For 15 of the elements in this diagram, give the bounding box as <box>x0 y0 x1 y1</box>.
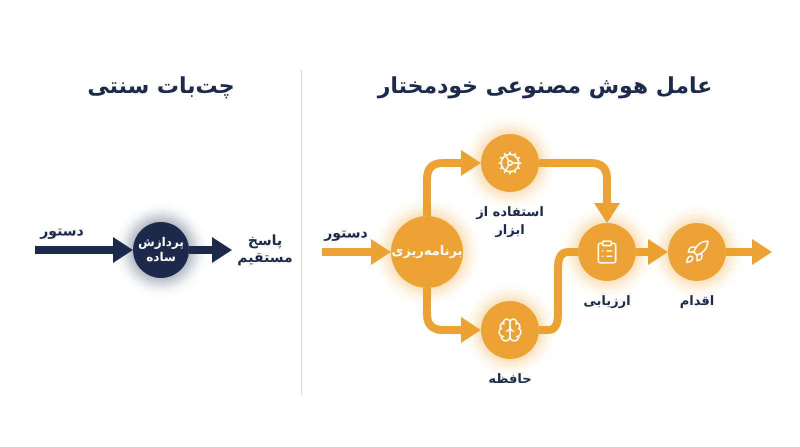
arrow <box>726 239 772 265</box>
step-label: استفاده از ابزار <box>474 204 545 240</box>
arrow <box>322 239 391 265</box>
section-title: چت‌بات سنتی <box>87 73 235 101</box>
section-title: عامل هوش مصنوعی خودمختار <box>378 73 712 101</box>
arrow <box>539 159 620 223</box>
arrow <box>423 150 481 216</box>
arrow <box>636 239 668 265</box>
arrow <box>35 237 133 263</box>
output-text: پاسخ مستقیم <box>232 228 298 272</box>
arrow <box>423 288 481 343</box>
arrow <box>189 237 232 263</box>
step-label: حافظه <box>487 371 533 389</box>
step-label: اقدام <box>678 293 716 311</box>
step-label: ارزیابی <box>582 293 632 311</box>
